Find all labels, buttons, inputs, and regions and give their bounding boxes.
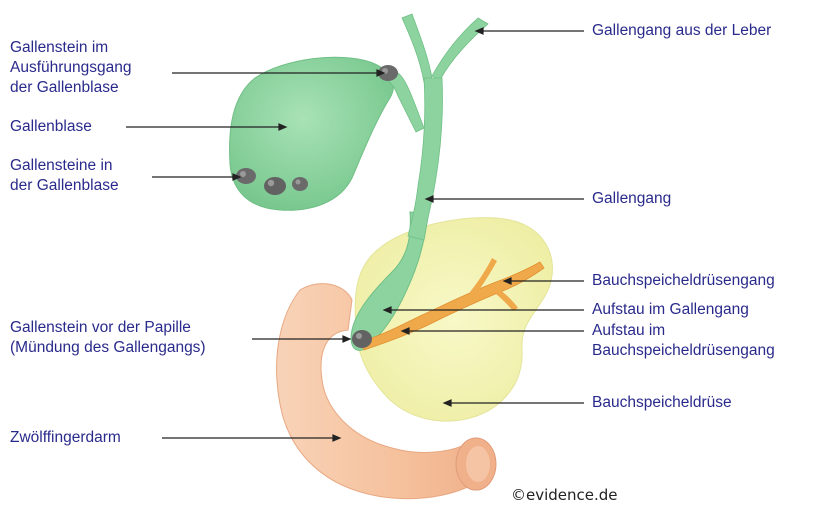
stone-at-papilla [352, 330, 372, 348]
copyright-credit: ©evidence.de [511, 486, 618, 504]
label-line: Ausführungsgang [10, 58, 132, 78]
label-line: Gallenstein im [10, 38, 132, 58]
label-line: Zwölffingerdarm [10, 428, 121, 448]
label-line: Gallengang aus der Leber [592, 21, 771, 41]
label-stone-cystic-duct: Gallenstein im Ausführungsgang der Galle… [10, 38, 132, 98]
label-line: Aufstau im Gallengang [592, 300, 749, 320]
credit-text: evidence.de [526, 486, 618, 504]
label-backup-pancreatic-duct: Aufstau im Bauchspeicheldrüsengang [592, 321, 775, 361]
label-pancreatic-duct: Bauchspeicheldrüsengang [592, 271, 775, 291]
label-line: Bauchspeicheldrüse [592, 393, 732, 413]
label-gallbladder: Gallenblase [10, 117, 92, 137]
label-line: Gallengang [592, 189, 671, 209]
label-line: Bauchspeicheldrüsengang [592, 341, 775, 361]
label-stones-gallbladder: Gallensteine in der Gallenblase [10, 156, 119, 196]
label-hepatic-duct: Gallengang aus der Leber [592, 21, 771, 41]
copyright-icon: © [511, 486, 526, 504]
label-line: Aufstau im [592, 321, 775, 341]
label-line: der Gallenblase [10, 78, 132, 98]
label-line: Gallenstein vor der Papille [10, 318, 206, 338]
label-duodenum: Zwölffingerdarm [10, 428, 121, 448]
hepatic-duct-right [432, 18, 488, 80]
label-line: Gallenblase [10, 117, 92, 137]
label-line: (Mündung des Gallengangs) [10, 338, 206, 358]
label-line: Gallensteine in [10, 156, 119, 176]
label-stone-papilla: Gallenstein vor der Papille (Mündung des… [10, 318, 206, 358]
label-line: der Gallenblase [10, 176, 119, 196]
gallbladder-shape [230, 57, 394, 210]
label-backup-bile-duct: Aufstau im Gallengang [592, 300, 749, 320]
label-pancreas: Bauchspeicheldrüse [592, 393, 732, 413]
hepatic-duct-left [402, 14, 432, 82]
label-bile-duct: Gallengang [592, 189, 671, 209]
label-line: Bauchspeicheldrüsengang [592, 271, 775, 291]
